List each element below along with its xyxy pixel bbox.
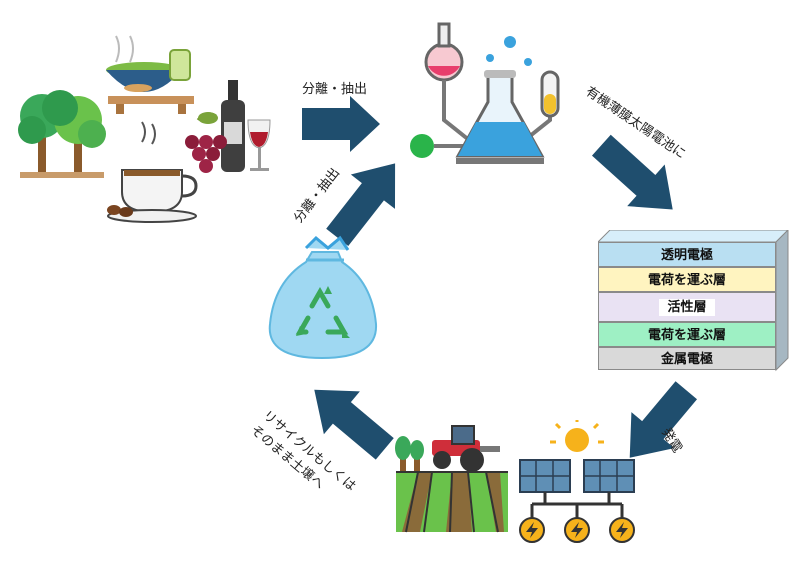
- solar-panel-icon: [519, 420, 635, 543]
- arrow-biomass-to-lab: [302, 96, 380, 152]
- coffee-icon: [107, 121, 198, 223]
- arrow-lab-to-cells: [591, 134, 673, 210]
- layer-charge-transport-bottom: 電荷を運ぶ層: [598, 322, 776, 347]
- layer-label: 透明電極: [660, 248, 713, 263]
- arrow-farm-to-bag: [314, 389, 394, 460]
- layer-label: 電荷を運ぶ層: [647, 273, 726, 288]
- trees-icon: [18, 90, 106, 178]
- biomass-cluster: [18, 35, 271, 223]
- arrow-cells-to-solar: [629, 381, 698, 458]
- garbage-bag-recycle-icon: [268, 235, 378, 360]
- layer-charge-transport-top: 電荷を運ぶ層: [598, 267, 776, 292]
- wine-icon: [221, 80, 271, 172]
- cell-layers-icon: 透明電極 電荷を運ぶ層 活性層 電荷を運ぶ層 金属電極: [598, 230, 794, 380]
- arrow-bag-to-lab: [326, 163, 396, 247]
- layer-metal-electrode: 金属電極: [598, 347, 776, 370]
- layer-active: 活性層: [598, 292, 776, 322]
- layer-transparent-electrode: 透明電極: [598, 242, 776, 267]
- grapes-icon: [185, 112, 227, 173]
- layer-label: 活性層: [659, 299, 715, 316]
- matcha-icon: [106, 35, 194, 114]
- layer-label: 電荷を運ぶ層: [647, 328, 726, 343]
- label-separate-top: 分離・抽出: [302, 82, 368, 97]
- tractor-field-icon: [395, 425, 508, 533]
- lab-flask-icon: [410, 22, 560, 164]
- layer-label: 金属電極: [660, 352, 713, 367]
